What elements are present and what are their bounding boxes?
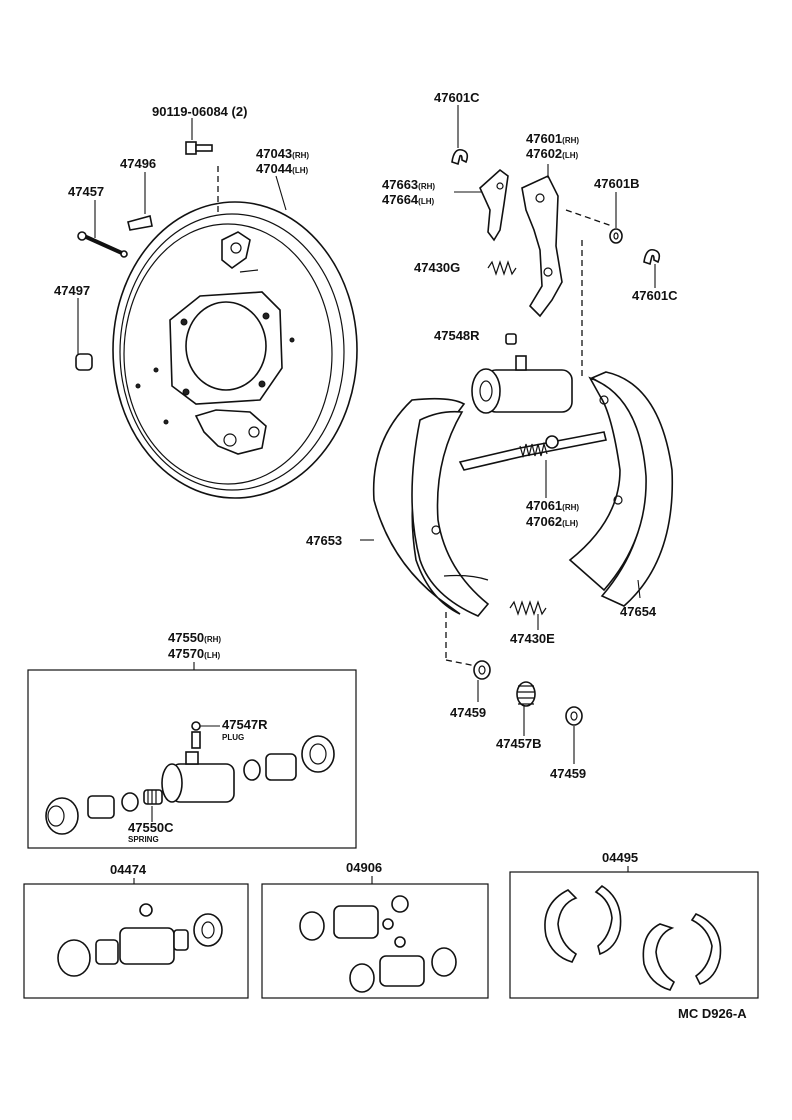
label-backing-plate-rh: 47043(RH) (256, 146, 309, 161)
retainer-right-icon[interactable] (565, 706, 583, 726)
compression-spring-icon[interactable] (516, 681, 536, 707)
label-washer: 47601B (594, 176, 640, 191)
hold-down-pin-icon[interactable] (77, 231, 128, 258)
spring-small-icon[interactable] (143, 789, 163, 805)
label-hold-down-pin: 47457 (68, 184, 104, 199)
washer-icon[interactable] (609, 228, 623, 244)
kit-3-box (509, 871, 759, 999)
label-plug-part: 47547R (222, 717, 268, 732)
cylinder-body-icon[interactable] (161, 751, 235, 803)
label-backing-plate-lh: 47044(LH) (256, 161, 308, 176)
label-compression-spring: 47457B (496, 736, 542, 751)
bleeder-plug-icon[interactable] (191, 721, 201, 749)
label-bleeder-cap: 47548R (434, 328, 480, 343)
bleeder-cap-icon[interactable] (505, 333, 517, 345)
backing-plate[interactable] (112, 201, 358, 499)
boot-left-icon[interactable] (45, 797, 79, 835)
label-spring-part: 47550C (128, 820, 174, 835)
label-spring-name: SPRING (128, 835, 159, 844)
label-hold-down-cup: 47496 (120, 156, 156, 171)
label-adjuster-rh: 47061(RH) (526, 498, 579, 513)
label-plug: 47497 (54, 283, 90, 298)
kit-2-cylinder-icon[interactable] (299, 895, 457, 993)
label-wheel-cylinder-lh: 47570(LH) (168, 646, 220, 661)
label-spring-e: 47430E (510, 631, 555, 646)
label-wheel-cylinder-rh: 47550(RH) (168, 630, 221, 645)
label-adjuster-lh: 47062(LH) (526, 514, 578, 529)
boot-right-icon[interactable] (301, 735, 335, 773)
label-spring-g: 47430G (414, 260, 460, 275)
spring-g-icon[interactable] (487, 260, 517, 276)
wheel-cylinder-icon[interactable] (471, 355, 573, 414)
brake-shoe-rear-icon[interactable] (568, 371, 674, 607)
retainer-left-icon[interactable] (473, 660, 491, 680)
label-retainer-left: 47459 (450, 705, 486, 720)
kit-1-box (23, 883, 249, 999)
clip-top-icon[interactable] (451, 148, 469, 166)
piston-right-icon[interactable] (265, 753, 297, 781)
label-lever-rh: 47601(RH) (526, 131, 579, 146)
label-kit-2: 04906 (346, 860, 382, 875)
wheel-cylinder-box (27, 669, 357, 849)
bolt-icon[interactable] (185, 141, 213, 155)
diagram-reference: MC D926-A (678, 1006, 747, 1021)
label-lever-lh: 47602(LH) (526, 146, 578, 161)
label-kit-3: 04495 (602, 850, 638, 865)
cup-right-icon[interactable] (243, 759, 261, 781)
kit-3-shoes-icon[interactable] (544, 884, 722, 991)
clip-right-icon[interactable] (643, 248, 661, 266)
adjuster-icon[interactable] (458, 431, 607, 471)
label-clip-top: 47601C (434, 90, 480, 105)
label-adjust-lever-lh: 47664(LH) (382, 192, 434, 207)
spring-e-icon[interactable] (509, 600, 547, 616)
label-bolt: 90119-06084 (2) (152, 104, 247, 119)
brake-shoe-front-icon[interactable] (372, 397, 490, 617)
label-adjust-lever-rh: 47663(RH) (382, 177, 435, 192)
parking-lever-icon[interactable] (521, 174, 563, 318)
plug-icon[interactable] (75, 353, 93, 371)
label-clip-right: 47601C (632, 288, 678, 303)
kit-2-box (261, 883, 489, 999)
label-plug-name: PLUG (222, 733, 244, 742)
label-shoe-rear: 47654 (620, 604, 657, 619)
piston-left-icon[interactable] (87, 795, 115, 819)
hold-down-cup-icon[interactable] (127, 215, 153, 231)
cup-left-icon[interactable] (121, 792, 139, 812)
label-retainer-right: 47459 (550, 766, 586, 781)
label-shoe-front: 47653 (306, 533, 342, 548)
kit-1-cylinder-icon[interactable] (57, 903, 223, 977)
label-kit-1: 04474 (110, 862, 147, 877)
adjust-lever-icon[interactable] (479, 168, 509, 242)
